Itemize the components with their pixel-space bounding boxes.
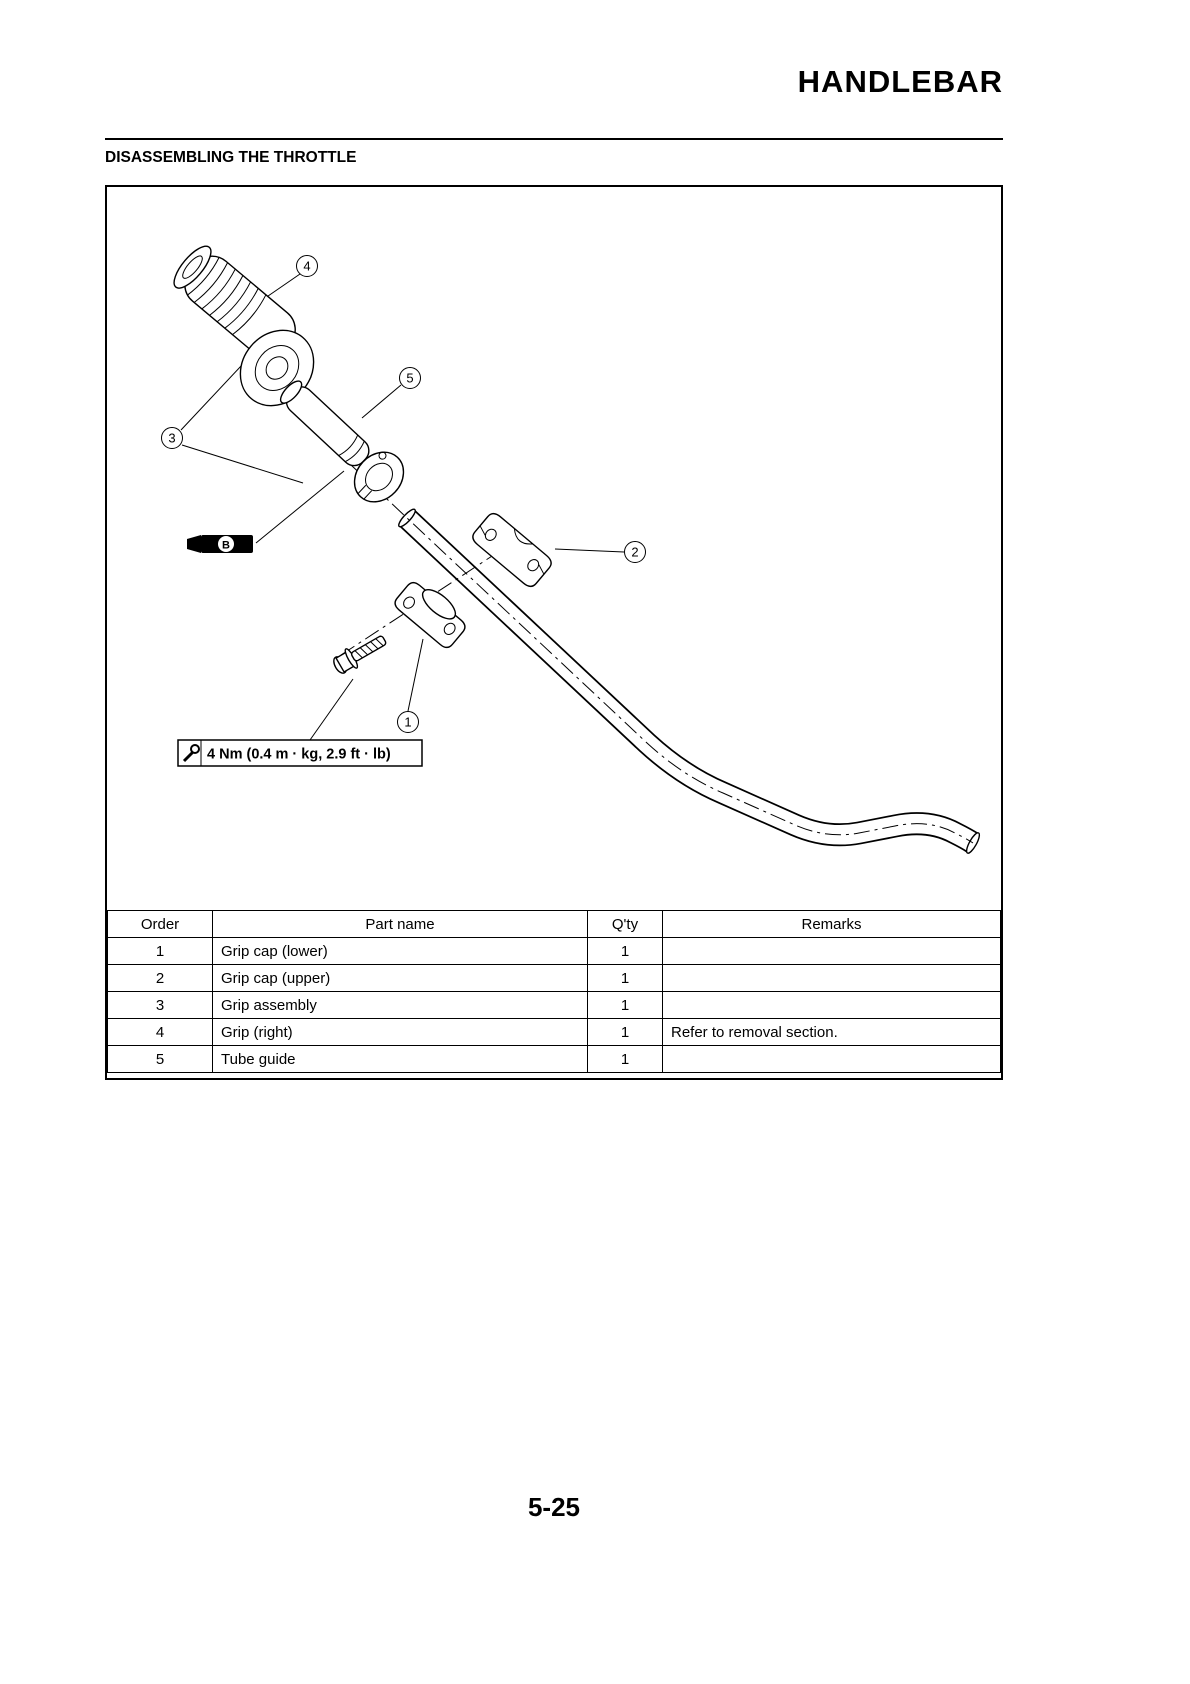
col-header-qty: Q'ty	[587, 910, 663, 938]
cell-partname: Grip assembly	[212, 991, 588, 1019]
exploded-diagram: B	[161, 245, 981, 854]
wrench-icon	[182, 744, 200, 763]
cell-remarks	[662, 1045, 1001, 1073]
grip-cap-lower	[394, 581, 466, 649]
cell-remarks	[662, 991, 1001, 1019]
cell-remarks: Refer to removal section.	[662, 1018, 1001, 1046]
table-row: 5 Tube guide 1	[107, 1045, 1001, 1073]
diagram-frame: B	[105, 185, 1003, 1080]
cell-order: 2	[107, 964, 213, 992]
cell-partname: Grip cap (upper)	[212, 964, 588, 992]
svg-text:1: 1	[404, 715, 411, 730]
grease-marker-icon: B	[187, 535, 253, 553]
callout-4: 4	[296, 255, 318, 277]
grip-cap-upper	[472, 512, 552, 588]
cell-qty: 1	[587, 964, 663, 992]
col-header-order: Order	[107, 910, 213, 938]
callout-2: 2	[624, 541, 646, 563]
cell-partname: Grip cap (lower)	[212, 937, 588, 965]
cell-remarks	[662, 964, 1001, 992]
cell-qty: 1	[587, 937, 663, 965]
svg-text:4: 4	[303, 259, 310, 274]
cell-partname: Tube guide	[212, 1045, 588, 1073]
tube-guide-pulley	[353, 451, 405, 503]
cell-remarks	[662, 937, 1001, 965]
table-row: 4 Grip (right) 1 Refer to removal sectio…	[107, 1018, 1001, 1046]
title-divider	[105, 138, 1003, 140]
table-row: 3 Grip assembly 1	[107, 991, 1001, 1019]
throttle-tube	[279, 380, 405, 503]
callout-5: 5	[399, 367, 421, 389]
table-row: 1 Grip cap (lower) 1	[107, 937, 1001, 965]
torque-spec-box: 4 Nm (0.4 m · kg, 2.9 ft · lb)	[177, 739, 423, 767]
leader-lines	[180, 273, 625, 741]
cell-order: 1	[107, 937, 213, 965]
col-header-remarks: Remarks	[662, 910, 1001, 938]
parts-table: Order Part name Q'ty Remarks 1 Grip cap …	[107, 910, 1001, 1073]
cell-order: 4	[107, 1018, 213, 1046]
cell-qty: 1	[587, 1018, 663, 1046]
torque-label: 4 Nm (0.4 m · kg, 2.9 ft · lb)	[207, 747, 391, 763]
cell-partname: Grip (right)	[212, 1018, 588, 1046]
callout-1: 1	[397, 711, 419, 733]
grease-marker-label: B	[222, 540, 230, 552]
cell-order: 3	[107, 991, 213, 1019]
table-header-row: Order Part name Q'ty Remarks	[107, 910, 1001, 938]
page-number: 5-25	[527, 1492, 581, 1522]
cell-qty: 1	[587, 1045, 663, 1073]
section-title: DISASSEMBLING THE THROTTLE	[105, 149, 357, 166]
table-row: 2 Grip cap (upper) 1	[107, 964, 1001, 992]
svg-text:2: 2	[631, 545, 638, 560]
callout-3: 3	[161, 427, 183, 449]
cell-order: 5	[107, 1045, 213, 1073]
svg-text:5: 5	[406, 371, 413, 386]
svg-text:3: 3	[168, 431, 175, 446]
cell-qty: 1	[587, 991, 663, 1019]
handlebar	[349, 463, 981, 854]
col-header-partname: Part name	[212, 910, 588, 938]
page-title: HANDLEBAR	[797, 64, 1003, 99]
screw	[333, 635, 387, 674]
bolt-axis-line	[340, 540, 516, 656]
